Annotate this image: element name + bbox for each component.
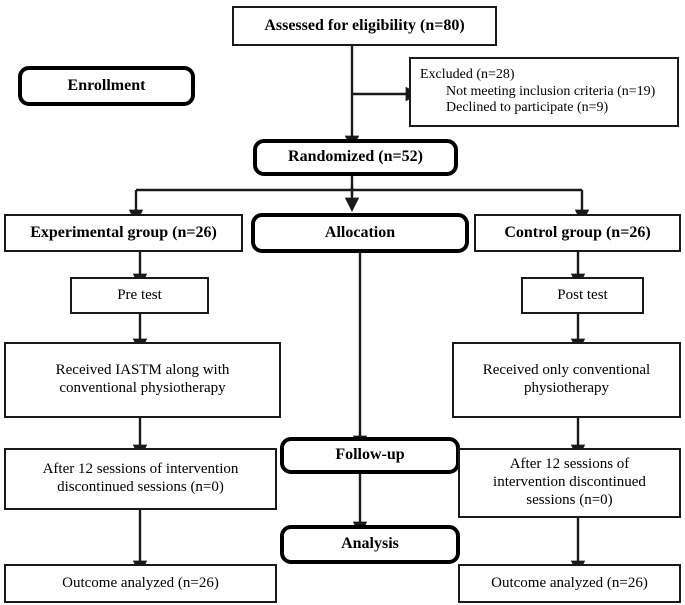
experimental-intervention-text: Received IASTM along with conventional p… [56,362,230,397]
experimental-outcome-label: Outcome analyzed (n=26) [62,574,219,591]
node-pre-test: Pre test [70,277,209,314]
node-experimental-group: Experimental group (n=26) [4,214,243,252]
experimental-intervention-line-2: conventional physiotherapy [59,380,226,396]
stage-enrollment: Enrollment [18,66,195,106]
excluded-text-block: Excluded (n=28) Not meeting inclusion cr… [420,67,655,117]
post-test-label: Post test [557,286,608,303]
assessed-label: Assessed for eligibility (n=80) [264,16,465,34]
stage-allocation: Allocation [251,213,469,253]
control-followup-line-1: After 12 sessions of [509,456,630,473]
excluded-line-3: Declined to participate (n=9) [446,100,609,116]
control-followup-line-2: intervention discontinued [493,474,646,491]
analysis-label: Analysis [341,535,399,553]
stage-followup: Follow-up [280,437,460,474]
node-control-intervention: Received only conventional physiotherapy [452,342,681,418]
enrollment-label: Enrollment [67,76,146,94]
node-experimental-intervention: Received IASTM along with conventional p… [4,342,281,418]
experimental-followup-line-2: discontinued sessions (n=0) [57,479,224,495]
node-control-group: Control group (n=26) [474,214,681,252]
control-followup-line-3: sessions (n=0) [526,491,613,508]
control-followup-text: After 12 sessions of intervention discon… [493,456,646,509]
node-excluded: Excluded (n=28) Not meeting inclusion cr… [409,57,679,127]
node-experimental-followup: After 12 sessions of intervention discon… [4,448,277,510]
control-intervention-line-2: physiotherapy [524,380,609,396]
control-intervention-text: Received only conventional physiotherapy [483,362,650,397]
allocation-label: Allocation [324,223,396,241]
node-control-outcome: Outcome analyzed (n=26) [458,564,681,603]
node-randomized: Randomized (n=52) [253,139,458,176]
randomized-label: Randomized (n=52) [288,148,423,166]
followup-label: Follow-up [335,446,405,464]
node-assessed-for-eligibility: Assessed for eligibility (n=80) [232,6,497,46]
experimental-followup-line-1: After 12 sessions of intervention [42,461,239,478]
pre-test-label: Pre test [117,286,162,303]
stage-analysis: Analysis [280,525,460,564]
node-control-followup: After 12 sessions of intervention discon… [458,448,681,518]
excluded-line-2: Not meeting inclusion criteria (n=19) [446,83,656,99]
excluded-line-1: Excluded (n=28) [420,67,515,83]
experimental-group-label: Experimental group (n=26) [30,223,217,241]
node-experimental-outcome: Outcome analyzed (n=26) [4,564,277,603]
experimental-intervention-line-1: Received IASTM along with [55,362,230,379]
control-group-label: Control group (n=26) [504,223,651,241]
experimental-followup-text: After 12 sessions of intervention discon… [43,461,239,496]
control-intervention-line-1: Received only conventional [482,362,651,379]
control-outcome-label: Outcome analyzed (n=26) [491,574,648,591]
node-post-test: Post test [521,277,644,314]
